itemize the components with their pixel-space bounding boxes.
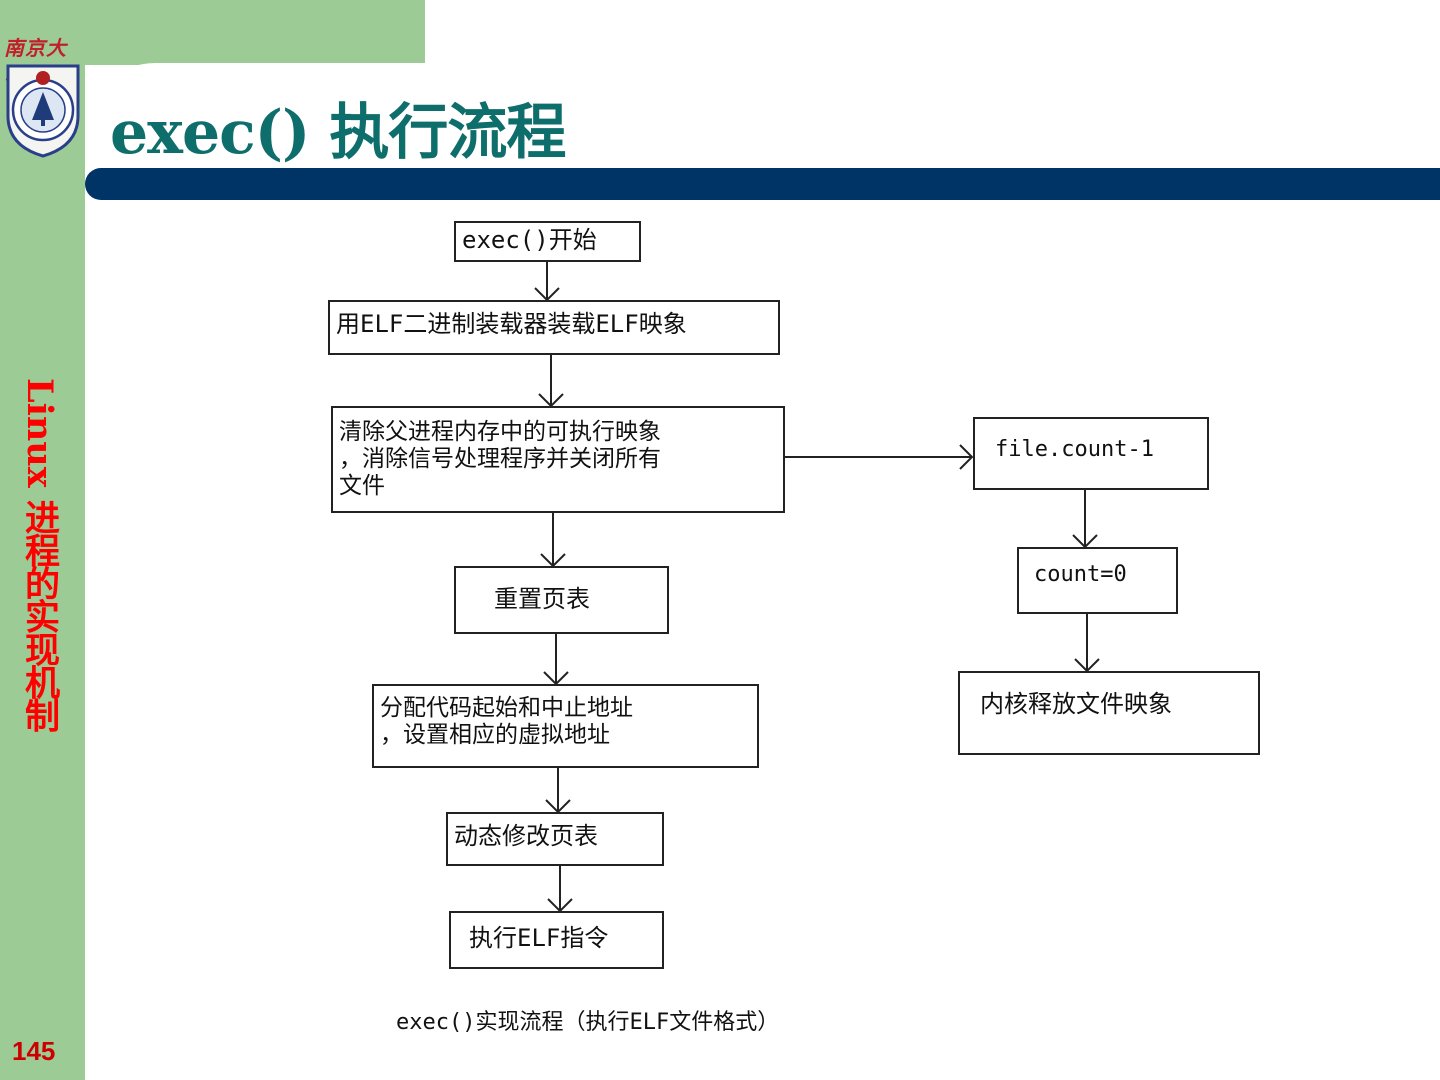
node-file-count: file.count-1 xyxy=(973,417,1209,490)
vertical-title-cjk: 进程的实现机制 xyxy=(19,499,60,731)
node-count-zero: count=0 xyxy=(1017,547,1178,614)
title-underline-bar xyxy=(85,168,1440,200)
sidebar-band xyxy=(0,0,85,1080)
vertical-section-title: Linux 进程的实现机制 xyxy=(14,378,71,731)
node-kernel-release: 内核释放文件映象 xyxy=(958,671,1260,755)
top-band xyxy=(0,0,425,65)
page-number: 145 xyxy=(12,1036,56,1066)
diagram-caption: exec()实现流程（执行ELF文件格式） xyxy=(396,1010,780,1035)
node-elf-loader: 用ELF二进制装载器装载ELF映象 xyxy=(328,300,780,355)
node-reset-page-table: 重置页表 xyxy=(454,566,669,634)
university-seal-icon xyxy=(6,64,80,158)
content-area xyxy=(85,63,1440,1080)
node-modify-page-table: 动态修改页表 xyxy=(446,812,664,866)
node-allocate-addresses: 分配代码起始和中止地址 ，设置相应的虚拟地址 xyxy=(372,684,759,768)
node-execute-elf: 执行ELF指令 xyxy=(449,911,664,969)
node-exec-start: exec()开始 xyxy=(454,221,641,262)
vertical-title-latin: Linux xyxy=(19,378,60,500)
node-clear-parent-image: 清除父进程内存中的可执行映象 ，消除信号处理程序并关闭所有 文件 xyxy=(331,406,785,513)
page-title: exec() 执行流程 xyxy=(110,98,566,168)
